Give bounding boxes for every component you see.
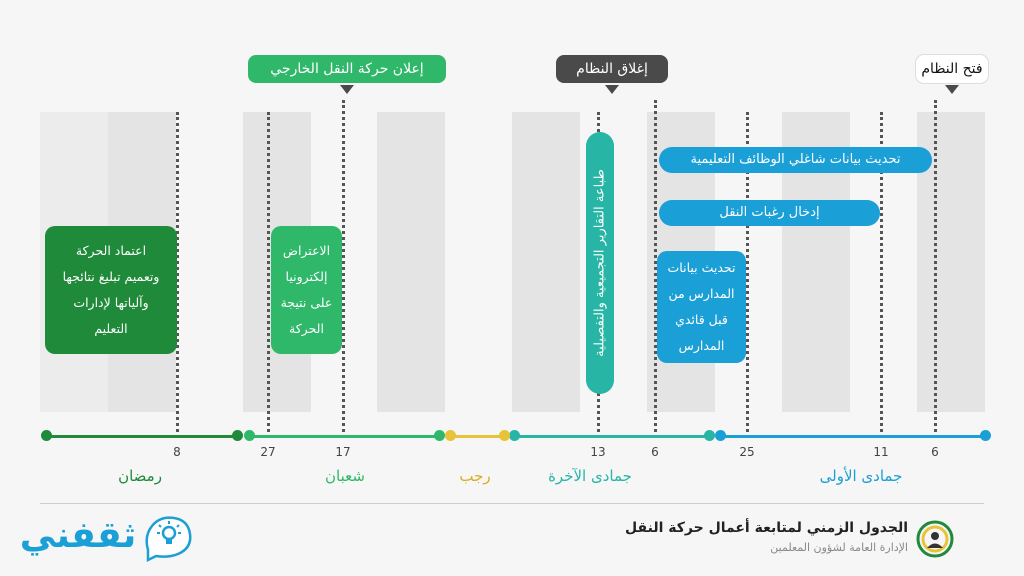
tick-label: 17 (335, 445, 351, 459)
tick-label: 25 (739, 445, 755, 459)
flag-external-transfer: إعلان حركة النقل الخارجي (248, 55, 446, 94)
date-line-8 (176, 112, 179, 432)
tick-label: 8 (173, 445, 181, 459)
box-line: الاعتراض (282, 243, 331, 258)
box-line: قبل قائدي (675, 312, 728, 327)
month-ramadan: رمضان (118, 467, 162, 485)
tick-label: 6 (931, 445, 939, 459)
timeline-dot (232, 430, 243, 441)
date-line-6-jumada1 (934, 100, 937, 432)
tick-label: 6 (651, 445, 659, 459)
date-line-6-jumada2 (654, 100, 657, 432)
box-line: الحركة (289, 321, 324, 336)
timeline-segment-jumada2 (514, 435, 710, 438)
month-rajab: رجب (459, 467, 491, 485)
month-shaban: شعبان (325, 467, 365, 485)
timeline-dot (509, 430, 520, 441)
box-line: تحديث بيانات (667, 260, 736, 275)
ministry-logo (916, 520, 954, 558)
box-line: إلكترونيا (285, 269, 328, 284)
box-line: المدارس (678, 338, 725, 353)
pill-print-reports-label: طباعة التقارير التجميعية والتفصيلية (592, 169, 608, 357)
date-line-17 (342, 100, 345, 432)
timeline-segment-jumada1 (720, 435, 985, 438)
bg-column (512, 112, 580, 412)
box-line: المدارس من (668, 286, 735, 301)
tick-label: 27 (260, 445, 276, 459)
timeline-dot (244, 430, 255, 441)
timeline-dot (434, 430, 445, 441)
bg-column (377, 112, 445, 412)
timeline-dot (715, 430, 726, 441)
footer-title: الجدول الزمني لمتابعة أعمال حركة النقل (625, 520, 908, 536)
timeline-dot (980, 430, 991, 441)
timeline-dot (41, 430, 52, 441)
flag-close-system: إغلاق النظام (556, 55, 668, 94)
date-line-25 (746, 112, 749, 432)
timeline-segment-rajab (449, 435, 505, 438)
tick-label: 13 (590, 445, 606, 459)
month-jumada2: جمادى الآخرة (548, 467, 632, 485)
timeline-segment-ramadan (47, 435, 237, 438)
box-electronic-objection: الاعتراض إلكترونيا على نتيجة الحركة (271, 226, 342, 354)
date-line-11 (880, 112, 883, 432)
lightbulb-icon (142, 510, 194, 563)
timeline-dot (499, 430, 510, 441)
pill-enter-transfer-preferences: إدخال رغبات النقل (659, 200, 880, 226)
pill-update-staff-data: تحديث بيانات شاغلي الوظائف التعليمية (659, 147, 932, 173)
brand-wordmark: ثقفني (19, 515, 137, 556)
box-line: وتعميم تبليغ نتائجها (62, 269, 160, 284)
box-line: اعتماد الحركة (75, 243, 147, 258)
flag-open-system: فتح النظام (916, 55, 988, 94)
pill-print-reports: طباعة التقارير التجميعية والتفصيلية (586, 132, 614, 394)
box-line: التعليم (94, 321, 128, 336)
box-update-schools: تحديث بيانات المدارس من قبل قائدي المدار… (657, 251, 746, 363)
tick-label: 11 (873, 445, 889, 459)
timeline-segment-shaban (250, 435, 440, 438)
box-line: على نتيجة (280, 295, 333, 310)
date-line-27 (267, 112, 270, 432)
footer-divider (40, 503, 984, 504)
footer-subtitle: الإدارة العامة لشؤون المعلمين (770, 541, 908, 554)
timeline-dot (445, 430, 456, 441)
month-jumada1: جمادى الأولى (819, 467, 903, 485)
timeline-dot (704, 430, 715, 441)
box-line: وآلياتها لإدارات (73, 295, 149, 310)
box-approve-transfer: اعتماد الحركة وتعميم تبليغ نتائجها وآليا… (45, 226, 177, 354)
